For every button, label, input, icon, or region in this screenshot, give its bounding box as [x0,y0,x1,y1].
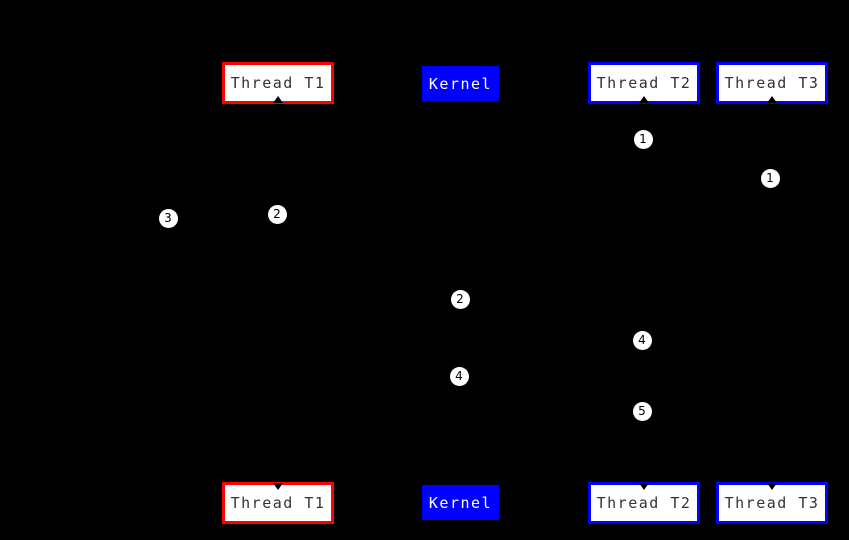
participant-label: Thread T3 [724,74,820,92]
participant-box-kernel-top: Kernel [422,66,499,101]
participant-label: Thread T2 [596,494,692,512]
participant-box-thread-t3-bottom: Thread T3 [716,482,828,524]
participant-label: Thread T1 [230,494,326,512]
step-marker-2: 2 [450,289,470,309]
step-marker-4: 4 [449,366,469,386]
participant-box-thread-t1-top: Thread T1 [222,62,334,104]
participant-label: Kernel [428,493,493,512]
participant-label: Thread T1 [230,74,326,92]
step-marker-3: 3 [158,208,178,228]
lifeline-thread-t2 [644,104,645,482]
step-marker-1: 1 [760,168,780,188]
lifeline-thread-t1 [278,104,279,482]
lifeline-arrowhead-icon [273,483,283,490]
lifeline-thread-t3 [772,104,773,482]
participant-label: Thread T3 [724,494,820,512]
participant-box-thread-t2-bottom: Thread T2 [588,482,700,524]
step-marker-2: 2 [267,204,287,224]
lifeline-arrowhead-icon [639,483,649,490]
participant-box-kernel-bottom: Kernel [422,485,499,520]
step-marker-5: 5 [632,401,652,421]
lifeline-arrowhead-icon [639,96,649,103]
participant-box-thread-t3-top: Thread T3 [716,62,828,104]
participant-label: Thread T2 [596,74,692,92]
lifeline-arrowhead-icon [767,483,777,490]
step-marker-4: 4 [632,330,652,350]
participant-label: Kernel [428,74,493,93]
step-marker-1: 1 [633,129,653,149]
participant-box-thread-t2-top: Thread T2 [588,62,700,104]
lifeline-arrowhead-icon [767,96,777,103]
participant-box-thread-t1-bottom: Thread T1 [222,482,334,524]
lifeline-arrowhead-icon [273,96,283,103]
